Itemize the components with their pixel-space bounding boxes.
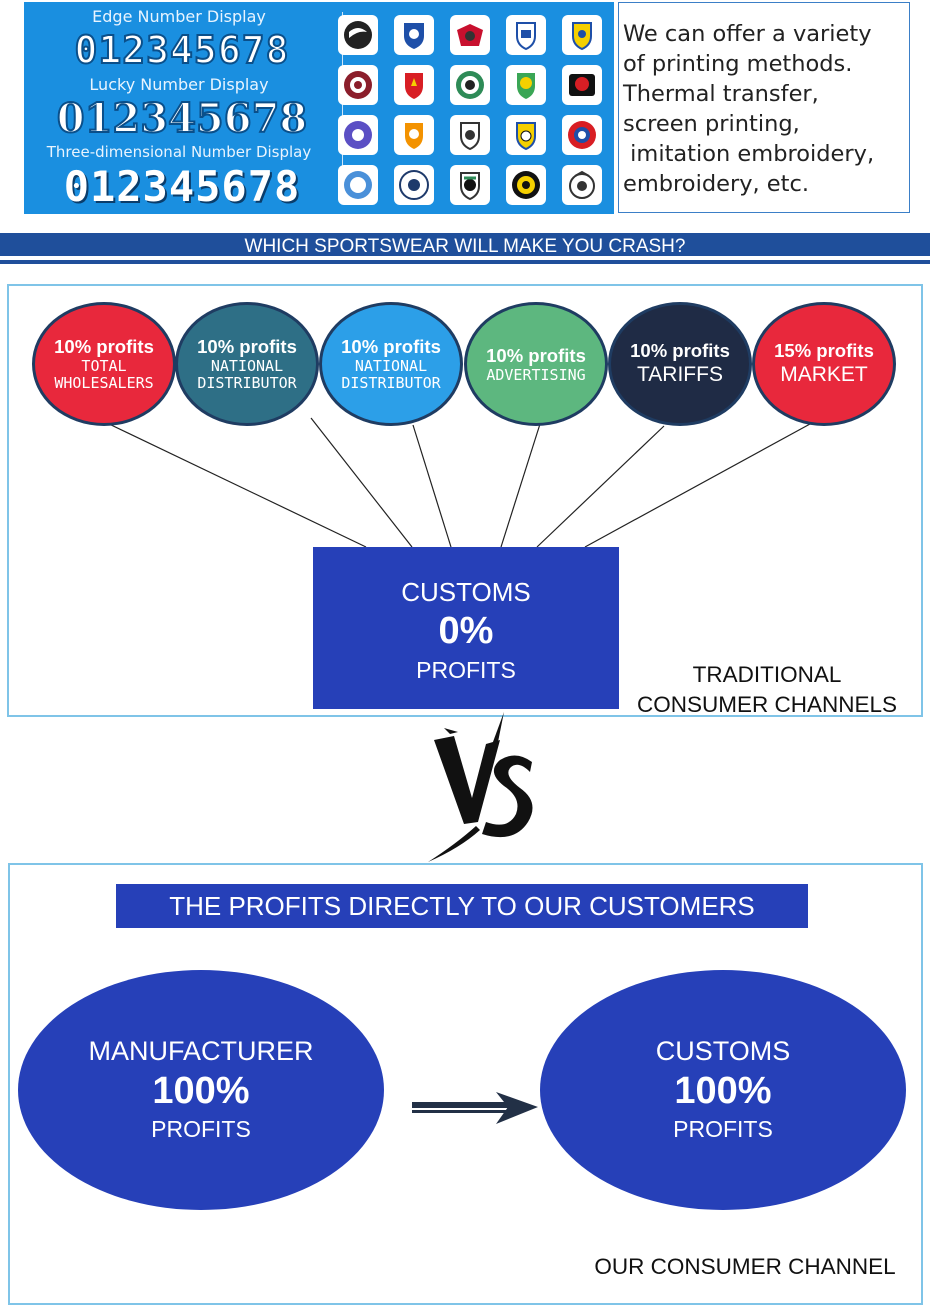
channel-circle-market: 15% profits MARKET (752, 302, 896, 426)
team-logo-14 (506, 115, 546, 155)
team-logo-17 (394, 165, 434, 205)
right-arrow-icon (412, 1092, 538, 1124)
team-logo-8 (450, 65, 490, 105)
customs-profits-label: PROFITS (416, 657, 516, 683)
team-logo-2 (394, 15, 434, 55)
circle-profit-label: 10% profits (341, 336, 441, 357)
team-logo-grid (330, 10, 610, 210)
manufacturer-ellipse: MANUFACTURER 100% PROFITS (18, 970, 384, 1210)
info-line-2: of printing methods. (623, 51, 853, 77)
circle-profit-label: 10% profits (486, 344, 586, 366)
team-logo-18 (450, 165, 490, 205)
customs-ellipse: CUSTOMS 100% PROFITS (540, 970, 906, 1210)
team-logo-7 (394, 65, 434, 105)
team-logo-5 (562, 15, 602, 55)
circle-channel-label: MARKET (780, 363, 868, 386)
team-logo-10 (562, 65, 602, 105)
number-display-panel: Edge Number Display 012345678 Lucky Numb… (24, 2, 614, 214)
channel-circle-national-distributor-1: 10% profits NATIONAL DISTRIBUTOR (175, 302, 319, 426)
versus-brush-icon (428, 712, 533, 862)
circle-profit-label: 15% profits (774, 340, 874, 361)
info-line-4: screen printing, (623, 111, 800, 137)
team-logo-15 (562, 115, 602, 155)
circle-channel-label: ADVERTISING (486, 365, 586, 384)
channel-circle-advertising: 10% profits ADVERTISING (464, 302, 608, 426)
caption-line-2: CONSUMER CHANNELS (636, 692, 898, 717)
circle-profit-label: 10% profits (197, 336, 297, 357)
our-channel-title: THE PROFITS DIRECTLY TO OUR CUSTOMERS (116, 884, 808, 928)
customs-ellipse-title: CUSTOMS (655, 1036, 791, 1066)
lucky-number-digits: 012345678 (56, 94, 309, 143)
team-logo-4 (506, 15, 546, 55)
team-logo-12 (394, 115, 434, 155)
info-line-6: embroidery, etc. (623, 171, 809, 197)
three-d-number-label: Three-dimensional Number Display (46, 143, 312, 161)
headline-bar: WHICH SPORTSWEAR WILL MAKE YOU CRASH? (0, 233, 930, 260)
team-logo-16 (338, 165, 378, 205)
three-d-number-digits: 012345678 (63, 162, 301, 211)
our-channel-caption: OUR CONSUMER CHANNEL (594, 1254, 896, 1279)
team-logo-9 (506, 65, 546, 105)
team-logo-20 (562, 165, 602, 205)
channel-circle-tariffs: 10% profits TARIFFS (608, 302, 752, 426)
info-line-3: Thermal transfer, (623, 81, 819, 107)
traditional-channel-section (7, 284, 923, 717)
team-logo-13 (450, 115, 490, 155)
circle-profit-label: 10% profits (630, 340, 730, 361)
caption-line-1: TRADITIONAL (692, 662, 842, 687)
team-logo-6 (338, 65, 378, 105)
team-logo-11 (338, 115, 378, 155)
lucky-number-label: Lucky Number Display (89, 75, 269, 94)
customs-ellipse-percent: 100% (674, 1070, 772, 1112)
customs-title: CUSTOMS (401, 577, 531, 607)
printing-methods-box: We can offer a variety of printing metho… (618, 2, 910, 213)
info-line-1: We can offer a variety (623, 21, 872, 47)
edge-number-label: Edge Number Display (92, 7, 266, 26)
circle-channel-label: TOTAL WHOLESALERS (54, 357, 154, 392)
team-logo-19 (506, 165, 546, 205)
edge-number-digits: 012345678 (74, 27, 290, 73)
manufacturer-profits-label: PROFITS (151, 1116, 251, 1142)
customs-ellipse-profits-label: PROFITS (673, 1116, 773, 1142)
traditional-channel-caption: TRADITIONAL CONSUMER CHANNELS (617, 660, 917, 720)
circle-channel-label: NATIONAL DISTRIBUTOR (197, 357, 297, 392)
team-logo-1 (338, 15, 378, 55)
channel-circle-wholesalers: 10% profits TOTAL WHOLESALERS (32, 302, 176, 426)
manufacturer-percent: 100% (152, 1070, 250, 1112)
team-logo-3 (450, 15, 490, 55)
circle-channel-label: TARIFFS (637, 363, 723, 386)
circle-channel-label: NATIONAL DISTRIBUTOR (341, 357, 441, 392)
info-line-5: imitation embroidery, (623, 141, 875, 167)
panel-divider (342, 12, 343, 204)
customs-percent: 0% (438, 610, 494, 652)
manufacturer-title: MANUFACTURER (88, 1036, 314, 1066)
customs-zero-profit-box: CUSTOMS 0% PROFITS (313, 547, 619, 709)
circle-profit-label: 10% profits (54, 336, 154, 357)
headline-text: WHICH SPORTSWEAR WILL MAKE YOU CRASH? (244, 236, 686, 257)
channel-circle-national-distributor-2: 10% profits NATIONAL DISTRIBUTOR (319, 302, 463, 426)
our-channel-section (8, 863, 923, 1305)
